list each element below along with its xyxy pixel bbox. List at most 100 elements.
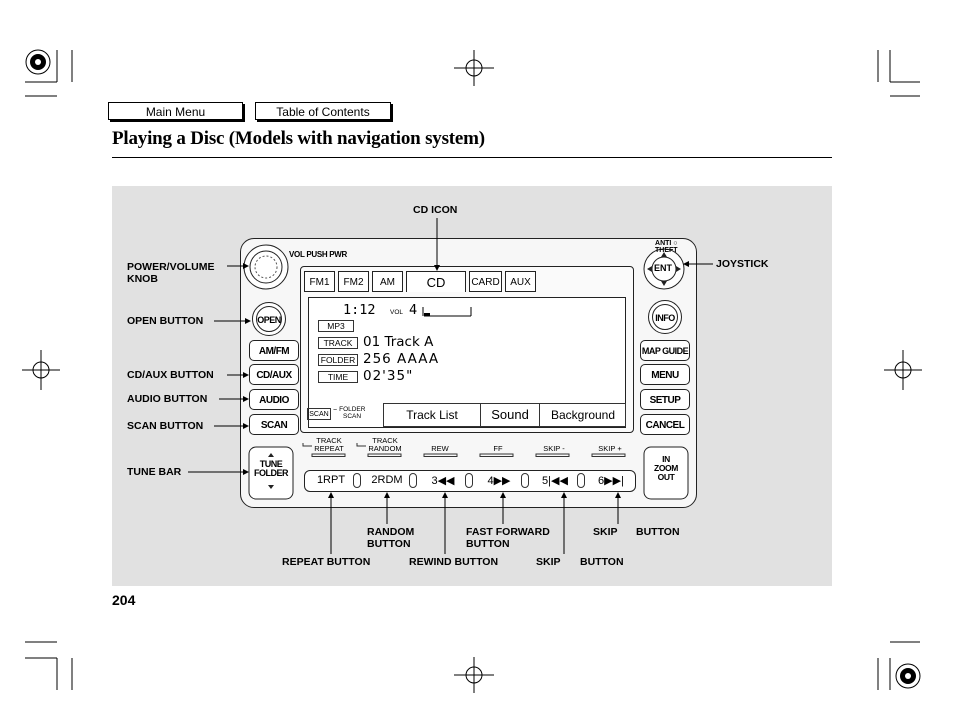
- tune-folder-bar[interactable]: TUNE FOLDER: [249, 460, 293, 478]
- track-random-line2: RANDOM: [368, 444, 402, 453]
- time-value: 02'35": [363, 368, 414, 384]
- callout-skip-bottom: SKIP: [536, 556, 561, 568]
- rew-label: REW: [431, 444, 449, 453]
- audio-button[interactable]: AUDIO: [249, 389, 299, 410]
- tab-aux[interactable]: AUX: [505, 271, 536, 292]
- tab-cd[interactable]: CD: [406, 271, 466, 292]
- vol-value: 4: [409, 302, 418, 318]
- anti-theft-led-icon: ○: [671, 240, 678, 247]
- time-label: TIME: [318, 371, 358, 383]
- menu-button[interactable]: MENU: [640, 364, 690, 385]
- folder-label: FOLDER: [254, 468, 289, 478]
- map-guide-button[interactable]: MAP GUIDE: [640, 340, 690, 361]
- cd-aux-button[interactable]: CD/AUX: [249, 364, 299, 385]
- callout-button-top: BUTTON: [636, 526, 680, 538]
- track-value: 01 Track A: [363, 334, 434, 350]
- preset-divider: [409, 473, 417, 488]
- folder-scan-line1: FOLDER: [339, 406, 366, 413]
- callout-power-volume-line1: POWER/VOLUME: [127, 261, 215, 273]
- folder-scan-label: ⌣ FOLDER SCAN: [333, 406, 365, 420]
- callout-power-volume-knob: POWER/VOLUME KNOB: [127, 261, 215, 285]
- elapsed-time: 1:12: [343, 302, 376, 318]
- ff-label: FF: [493, 444, 503, 453]
- folder-label-box: FOLDER: [318, 354, 358, 366]
- cancel-button[interactable]: CANCEL: [640, 414, 690, 435]
- table-of-contents-button[interactable]: Table of Contents: [255, 102, 391, 120]
- callout-button-bottom: BUTTON: [580, 556, 624, 568]
- preset-divider: [353, 473, 361, 488]
- callout-random-line1: RANDOM: [367, 526, 415, 538]
- preset-6-button[interactable]: 6▶▶|: [598, 475, 624, 487]
- callout-fast-forward-line2: BUTTON: [466, 538, 510, 550]
- track-repeat-label: TRACK REPEAT: [312, 437, 346, 453]
- zoom-out-label: OUT: [657, 472, 675, 482]
- folder-scan-line2: SCAN: [343, 413, 362, 420]
- preset-2-button[interactable]: 2RDM: [371, 474, 403, 486]
- callout-rewind-button: REWIND BUTTON: [409, 556, 499, 568]
- folder-value: 256 AAAA: [363, 351, 440, 367]
- page-title: Playing a Disc (Models with navigation s…: [112, 128, 485, 149]
- callout-repeat-button: REPEAT BUTTON: [282, 556, 371, 568]
- background-button[interactable]: Background: [539, 404, 626, 426]
- tab-card[interactable]: CARD: [469, 271, 502, 292]
- tune-label: TUNE: [259, 459, 283, 469]
- folder-scan-arrow-icon: ⌣: [333, 406, 338, 413]
- menu-bar: [383, 403, 626, 427]
- track-repeat-line1: TRACK: [316, 436, 342, 445]
- callout-joystick: JOYSTICK: [716, 258, 769, 270]
- track-list-button[interactable]: Track List: [406, 408, 458, 422]
- am-fm-button[interactable]: AM/FM: [249, 340, 299, 361]
- tab-fm2[interactable]: FM2: [338, 271, 369, 292]
- preset-3-button[interactable]: 3◀◀: [431, 475, 455, 487]
- preset-5-button[interactable]: 5|◀◀: [542, 475, 568, 487]
- preset-1-button[interactable]: 1RPT: [316, 474, 346, 486]
- callout-cd-icon: CD ICON: [413, 204, 458, 216]
- title-rule: [112, 157, 832, 158]
- zoom-bar[interactable]: IN ZOOM OUT: [644, 455, 688, 482]
- lcd-display: [308, 297, 626, 428]
- main-menu-button[interactable]: Main Menu: [108, 102, 243, 120]
- preset-divider: [577, 473, 585, 488]
- zoom-label: ZOOM: [654, 463, 678, 473]
- track-repeat-line2: REPEAT: [314, 444, 344, 453]
- callout-skip-top: SKIP: [593, 526, 618, 538]
- track-label: TRACK: [318, 337, 358, 349]
- callout-tune-bar: TUNE BAR: [127, 466, 182, 478]
- ent-button[interactable]: ENT: [654, 263, 672, 273]
- vol-pwr-label: VOL PUSH PWR: [289, 250, 348, 259]
- anti-theft-label: ANTI ○ THEFT: [655, 240, 678, 254]
- callout-audio-button: AUDIO BUTTON: [127, 393, 208, 405]
- track-random-line1: TRACK: [372, 436, 398, 445]
- callout-open-button: OPEN BUTTON: [127, 315, 204, 327]
- callout-cd-aux-button: CD/AUX BUTTON: [127, 369, 214, 381]
- preset-4-button[interactable]: 4▶▶: [487, 475, 511, 487]
- preset-divider: [521, 473, 529, 488]
- preset-divider: [465, 473, 473, 488]
- scan-button[interactable]: SCAN: [249, 414, 299, 435]
- callout-fast-forward-button: FAST FORWARD BUTTON: [466, 526, 550, 550]
- track-random-label: TRACK RANDOM: [366, 437, 404, 453]
- sound-button[interactable]: Sound: [480, 404, 539, 426]
- callout-power-volume-line2: KNOB: [127, 273, 158, 285]
- open-label: OPEN: [256, 306, 282, 332]
- skip-minus-label: SKIP -: [543, 444, 565, 453]
- setup-button[interactable]: SETUP: [640, 389, 690, 410]
- tab-fm1[interactable]: FM1: [304, 271, 335, 292]
- zoom-in-label: IN: [662, 454, 670, 464]
- open-button[interactable]: OPEN: [252, 302, 286, 336]
- callout-fast-forward-line1: FAST FORWARD: [466, 526, 550, 538]
- vol-label: VOL: [390, 309, 404, 316]
- scan-indicator: SCAN: [307, 408, 331, 420]
- info-label: INFO: [652, 304, 678, 330]
- theft-label: THEFT: [655, 247, 678, 254]
- info-button[interactable]: INFO: [648, 300, 682, 334]
- page-number: 204: [112, 592, 136, 608]
- skip-plus-label: SKIP +: [598, 444, 622, 453]
- callout-scan-button: SCAN BUTTON: [127, 420, 204, 432]
- tab-am[interactable]: AM: [372, 271, 403, 292]
